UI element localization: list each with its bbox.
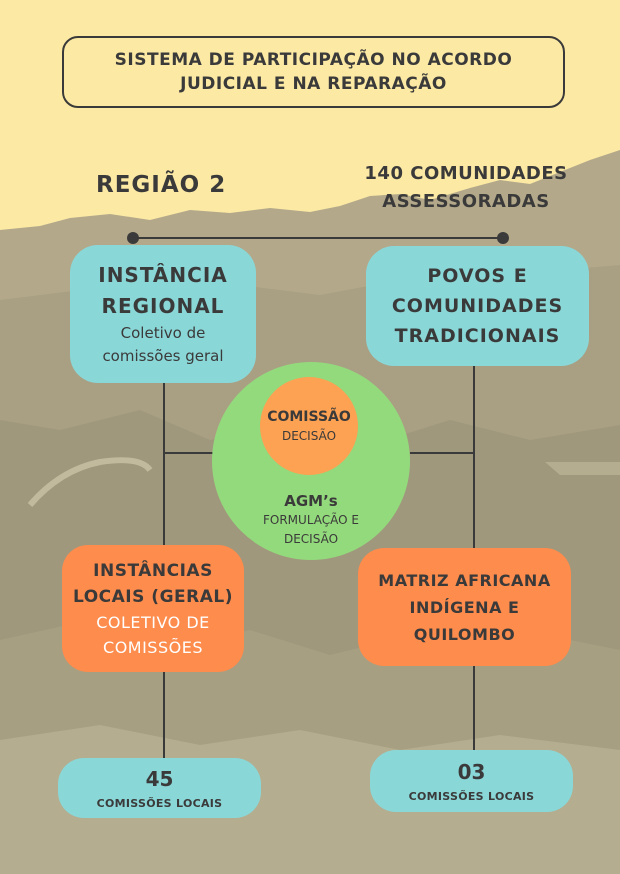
matriz-line-2: INDÍGENA E — [409, 597, 520, 617]
left-count-label: COMISSÕES LOCAIS — [96, 796, 223, 810]
povos-line-2: COMUNIDADES — [391, 295, 564, 317]
povos-comunidades-box: POVOS E COMUNIDADES TRADICIONAIS — [366, 246, 589, 366]
instancias-locais-sub-2: COMISSÕES — [103, 637, 203, 657]
title-line-2: JUDICIAL E NA REPARAÇÃO — [180, 74, 447, 94]
right-count-number: 03 — [457, 759, 486, 784]
instancia-regional-title-2: REGIONAL — [101, 294, 225, 318]
communities-heading: 140 COMUNIDADES ASSESSORADAS — [348, 160, 584, 216]
right-count-label: COMISSÕES LOCAIS — [408, 789, 535, 803]
instancia-regional-title-1: INSTÂNCIA — [98, 263, 228, 287]
instancia-regional-sub-1: Coletivo de — [120, 324, 206, 342]
title-line-1: SISTEMA DE PARTICIPAÇÃO NO ACORDO — [114, 50, 513, 70]
matriz-line-1: MATRIZ AFRICANA — [378, 570, 551, 590]
comissao-sub: DECISÃO — [281, 429, 337, 443]
matriz-line-3: QUILOMBO — [413, 624, 516, 644]
agm-sub-1: FORMULAÇÃO E — [263, 513, 359, 527]
title-box: SISTEMA DE PARTICIPAÇÃO NO ACORDO JUDICI… — [62, 36, 565, 108]
povos-line-3: TRADICIONAIS — [394, 325, 561, 347]
instancia-regional-box: INSTÂNCIA REGIONAL Coletivo de comissões… — [70, 245, 256, 383]
instancia-regional-sub-2: comissões geral — [102, 347, 224, 365]
right-count-box: 03 COMISSÕES LOCAIS — [370, 750, 573, 812]
left-count-box: 45 COMISSÕES LOCAIS — [58, 758, 261, 818]
instancias-locais-box: INSTÂNCIAS LOCAIS (GERAL) COLETIVO DE CO… — [62, 545, 244, 672]
povos-line-1: POVOS E — [427, 265, 528, 287]
instancias-locais-title-1: INSTÂNCIAS — [93, 560, 213, 581]
agm-text: AGM’s FORMULAÇÃO E DECISÃO — [212, 492, 410, 548]
agm-title: AGM’s — [284, 492, 338, 510]
communities-line-1: 140 COMUNIDADES — [364, 163, 568, 184]
communities-line-2: ASSESSORADAS — [382, 191, 550, 212]
instancias-locais-sub-1: COLETIVO DE — [96, 612, 210, 632]
left-count-number: 45 — [145, 766, 174, 791]
instancias-locais-title-2: LOCAIS (GERAL) — [73, 586, 233, 607]
agm-sub-2: DECISÃO — [283, 532, 339, 546]
comissao-title: COMISSÃO — [267, 409, 351, 425]
comissao-circle: COMISSÃO DECISÃO — [260, 377, 358, 475]
matriz-box: MATRIZ AFRICANA INDÍGENA E QUILOMBO — [358, 548, 571, 666]
agm-circle: COMISSÃO DECISÃO AGM’s FORMULAÇÃO E DECI… — [212, 362, 410, 560]
region-heading: REGIÃO 2 — [96, 172, 227, 198]
